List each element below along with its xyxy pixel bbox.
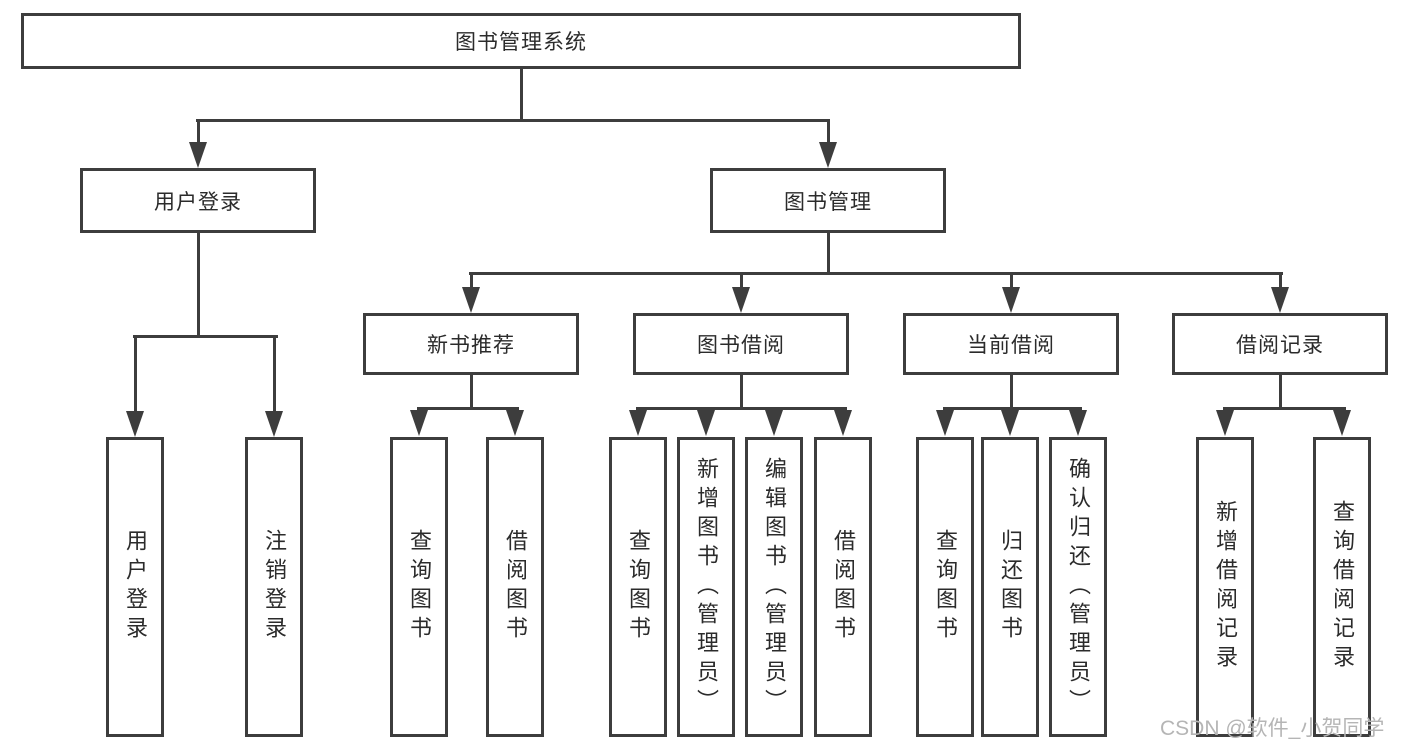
node-book-borrow: 图书借阅 — [633, 313, 849, 375]
connector-user-login-bar — [133, 335, 278, 338]
arrowhead-borrow-book-recommend — [506, 410, 524, 436]
node-borrow-book-recommend: 借阅图书 — [486, 437, 544, 737]
arrowhead-add-book-admin — [697, 410, 715, 436]
node-label: 借阅图书 — [503, 529, 528, 645]
node-label: 当前借阅 — [967, 334, 1055, 357]
connector-stem-book-management — [827, 119, 830, 147]
node-label: 用户登录 — [154, 190, 242, 214]
connector-borrow-record-stem — [1279, 375, 1282, 410]
csdn-watermark: CSDN @软件_小贺同学 — [1160, 717, 1385, 740]
connector-borrow-record-bar — [1223, 407, 1346, 410]
node-label: 查询借阅记录 — [1330, 500, 1355, 674]
arrowhead-confirm-return-admin — [1069, 410, 1087, 436]
arrowhead-edit-book-admin — [765, 410, 783, 436]
connector-recommend-stem — [470, 375, 473, 410]
node-label: 确认归还（管理员） — [1066, 456, 1091, 718]
node-add-borrow-record: 新增借阅记录 — [1196, 437, 1254, 737]
node-borrow-record: 借阅记录 — [1172, 313, 1388, 375]
arrowhead-current-borrow — [1002, 287, 1020, 313]
node-book-management: 图书管理 — [710, 168, 946, 233]
node-logout-leaf: 注销登录 — [245, 437, 303, 737]
arrowhead-new-book-recommend — [462, 287, 480, 313]
node-query-borrow-record: 查询借阅记录 — [1313, 437, 1371, 737]
node-label: 新增图书（管理员） — [694, 456, 719, 718]
connector-book-borrow-bar — [636, 407, 847, 410]
node-edit-book-admin: 编辑图书（管理员） — [745, 437, 803, 737]
connector-level2-bar — [196, 119, 830, 122]
arrowhead-query-book-recommend — [410, 410, 428, 436]
connector-current-borrow-bar — [943, 407, 1082, 410]
node-current-borrow: 当前借阅 — [903, 313, 1119, 375]
connector-stem-logout-leaf — [273, 335, 276, 415]
node-label: 归还图书 — [998, 529, 1023, 645]
node-add-book-admin: 新增图书（管理员） — [677, 437, 735, 737]
node-return-book: 归还图书 — [981, 437, 1039, 737]
arrowhead-book-management — [819, 142, 837, 168]
node-user-login-leaf: 用户登录 — [106, 437, 164, 737]
node-user-login: 用户登录 — [80, 168, 316, 233]
arrowhead-query-book-borrow — [629, 410, 647, 436]
node-root: 图书管理系统 — [21, 13, 1021, 69]
arrowhead-user-login-leaf — [126, 411, 144, 437]
node-borrow-book-borrow: 借阅图书 — [814, 437, 872, 737]
connector-current-borrow-stem — [1010, 375, 1013, 410]
connector-stem-current-borrow — [1010, 272, 1013, 290]
arrowhead-query-book-current — [936, 410, 954, 436]
node-confirm-return-admin: 确认归还（管理员） — [1049, 437, 1107, 737]
node-label: 注销登录 — [262, 529, 287, 645]
connector-root-stem — [520, 69, 523, 122]
connector-book-borrow-stem — [740, 375, 743, 410]
node-label: 查询图书 — [933, 529, 958, 645]
node-label: 借阅图书 — [831, 529, 856, 645]
node-label: 图书管理 — [784, 190, 872, 214]
connector-stem-user-login — [197, 119, 200, 147]
connector-recommend-bar — [417, 407, 519, 410]
connector-stem-new-book-recommend — [470, 272, 473, 290]
node-label: 图书借阅 — [697, 334, 785, 357]
connector-book-management-stem — [827, 233, 830, 275]
connector-stem-book-borrow — [740, 272, 743, 290]
node-label: 借阅记录 — [1236, 334, 1324, 357]
node-query-book-current: 查询图书 — [916, 437, 974, 737]
arrowhead-return-book — [1001, 410, 1019, 436]
node-label: 图书管理系统 — [455, 31, 587, 54]
arrowhead-borrow-book-borrow — [834, 410, 852, 436]
node-label: 编辑图书（管理员） — [762, 456, 787, 718]
connector-user-login-stem — [197, 233, 200, 338]
arrowhead-logout-leaf — [265, 411, 283, 437]
node-query-book-recommend: 查询图书 — [390, 437, 448, 737]
arrowhead-book-borrow — [732, 287, 750, 313]
node-label: 新书推荐 — [427, 334, 515, 357]
connector-stem-user-login-leaf — [134, 335, 137, 415]
connector-stem-borrow-record — [1279, 272, 1282, 290]
node-label: 用户登录 — [123, 529, 148, 645]
arrowhead-query-borrow-record — [1333, 410, 1351, 436]
node-label: 查询图书 — [626, 529, 651, 645]
node-query-book-borrow: 查询图书 — [609, 437, 667, 737]
connector-level3-bar — [469, 272, 1283, 275]
node-new-book-recommend: 新书推荐 — [363, 313, 579, 375]
node-label: 新增借阅记录 — [1213, 500, 1238, 674]
arrowhead-user-login — [189, 142, 207, 168]
node-label: 查询图书 — [407, 529, 432, 645]
arrowhead-borrow-record — [1271, 287, 1289, 313]
arrowhead-add-borrow-record — [1216, 410, 1234, 436]
